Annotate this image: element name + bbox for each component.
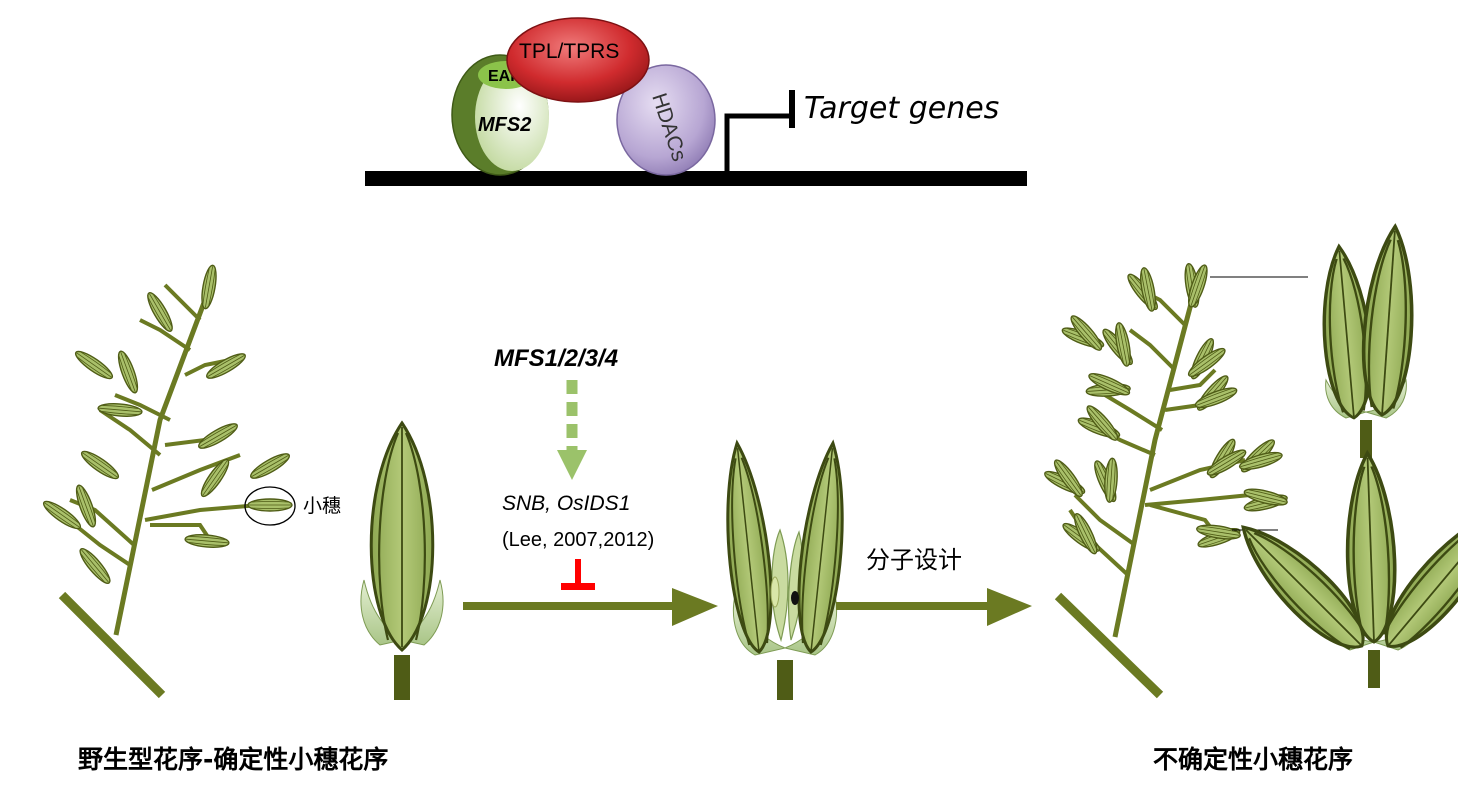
pathway-arrow-head [672, 588, 718, 626]
wildtype-caption: 野生型花序-确定性小穗花序 [78, 745, 388, 774]
dna-strand [365, 171, 1027, 186]
enlarged-spikelet-top [1314, 223, 1421, 458]
pathway: MFS1/2/3/4 SNB, OsIDS1 (Lee, 2007,2012) [463, 345, 1032, 700]
citation-label: (Lee, 2007,2012) [502, 529, 654, 551]
wildtype-panicle: 小穗 [39, 263, 444, 700]
target-genes-snb: SNB, OsIDS1 [502, 492, 630, 515]
open-spikelet [716, 439, 854, 700]
indeterminate-panicle [1040, 223, 1458, 699]
molecular-design-label: 分子设计 [866, 546, 962, 574]
mfs2-label: MFS2 [478, 114, 531, 136]
tpl-tprs-protein [506, 17, 650, 103]
indeterminate-caption: 不确定性小穗花序 [1153, 745, 1353, 774]
target-promoter-arrow [724, 113, 790, 171]
mfs-regulators-label: MFS1/2/3/4 [494, 345, 618, 372]
spikelet-callout-label: 小穗 [303, 495, 341, 517]
tpl-tprs-label: TPL/TPRS [519, 40, 619, 63]
hdac-protein [616, 64, 716, 176]
target-genes-label: Target genes [804, 91, 999, 126]
spikelet-callout-circle [244, 486, 296, 526]
activation-arrow-head [557, 450, 587, 480]
panicle-axis [113, 299, 208, 636]
panicle-base-right [1054, 592, 1164, 699]
panicle-base [58, 591, 166, 699]
design-arrow-head [987, 588, 1032, 626]
inhibition-symbol [561, 559, 595, 590]
enlarged-spikelet-bottom [1225, 450, 1458, 688]
closed-spikelet [360, 420, 444, 700]
panicle-axis-right [1112, 299, 1195, 638]
repression-complex: Target genes HDACs EAR MFS2 TPL/TPRS [365, 17, 1027, 186]
